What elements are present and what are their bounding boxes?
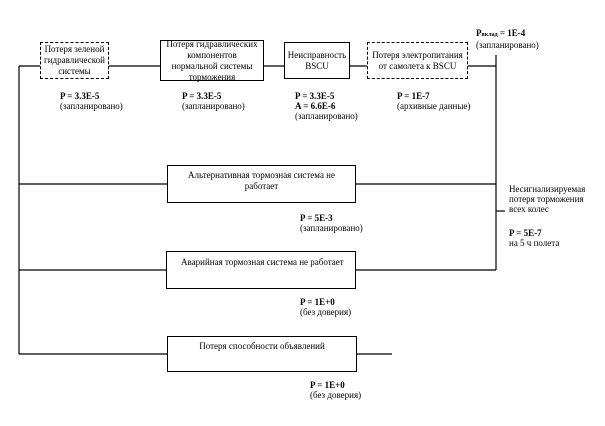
contribution-label: Pвклад = 1E-4 (запланировано) (476, 28, 539, 50)
prob-label-alt: P = 5E-3 (запланировано) (300, 213, 363, 233)
event-green-hydraulics-loss: Потеря зеленой гидравлической системы (40, 42, 109, 79)
prob-label-1: P = 3.3E-5 (запланировано) (60, 91, 123, 111)
event-text: Потеря гидравлических компонентов нормал… (166, 38, 258, 82)
event-text: Неисправность BSCU (287, 49, 347, 71)
event-text: Потеря зеленой гидравлической системы (44, 44, 105, 76)
event-text: Потеря электропитания от самолета к BSCU (372, 49, 463, 71)
result-event: Несигнализируемая потеря торможения всех… (509, 184, 586, 214)
event-text: Потеря способности объявлений (199, 341, 325, 351)
event-bscu-failure: Неисправность BSCU (284, 42, 350, 79)
event-alternate-brake-failure: Альтернативная тормозная система не рабо… (167, 165, 356, 203)
result-prob-label: P = 5E-7 на 5 ч полета (509, 228, 560, 248)
prob-label-3: P = 3.3E-5 A = 6.6E-6 (запланировано) (295, 91, 358, 121)
event-emergency-brake-failure: Аварийная тормозная система не работает (166, 251, 356, 289)
prob-label-4: P = 1E-7 (архивные данные) (397, 91, 471, 111)
event-annunciation-loss: Потеря способности объявлений (167, 336, 357, 372)
prob-label-2: P = 3.3E-5 (запланировано) (182, 91, 245, 111)
prob-label-annunciation: P = 1E+0 (без доверия) (310, 380, 362, 400)
event-text: Аварийная тормозная система не работает (181, 257, 344, 267)
event-text: Альтернативная тормозная система не рабо… (187, 170, 335, 191)
prob-label-emergency: P = 1E+0 (без доверия) (300, 297, 352, 317)
event-hydraulic-components-loss: Потеря гидравлических компонентов нормал… (160, 38, 264, 82)
event-power-loss-to-bscu: Потеря электропитания от самолета к BSCU (367, 42, 468, 79)
